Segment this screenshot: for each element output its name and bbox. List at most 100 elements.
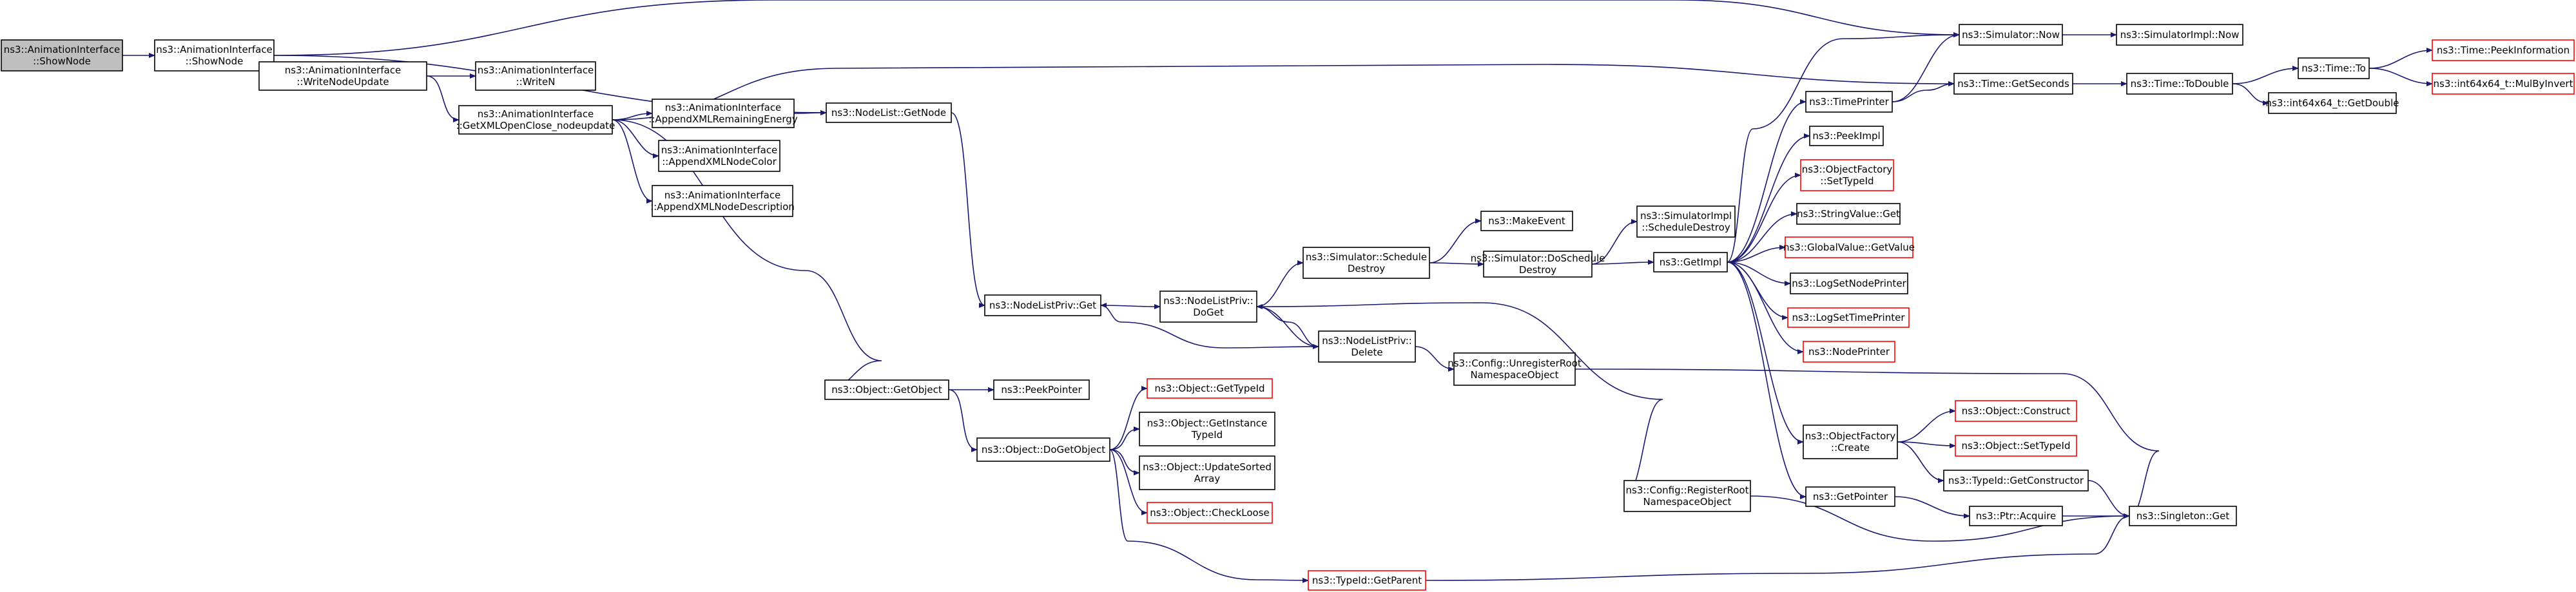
node-global-value-get-value[interactable]: ns3::GlobalValue::GetValue <box>1783 236 1915 258</box>
node-label-line: ns3::Object::CheckLoose <box>1150 507 1270 519</box>
edge-simulator-schedule-destroy-to-make-event <box>1429 218 1482 263</box>
node-int64x64-get-double[interactable]: ns3::int64x64_t::GetDouble <box>2266 92 2399 114</box>
node-singleton-get[interactable]: ns3::Singleton::Get <box>2129 506 2237 526</box>
node-label-line: NamespaceObject <box>1470 369 1558 381</box>
node-log-set-time-printer[interactable]: ns3::LogSetTimePrinter <box>1787 307 1910 328</box>
node-box <box>993 379 1090 400</box>
node-label-line: ns3::NodeList::GetNode <box>831 107 946 119</box>
edge-get-impl-to-object-factory-create <box>1727 262 1804 444</box>
node-label-line: ns3::GetImpl <box>1660 256 1721 268</box>
edge-node-list-priv-delete-to-node-list-priv-do-get <box>1256 304 1319 347</box>
node-label-line: Array <box>1194 473 1221 484</box>
node-time-peek-information[interactable]: ns3::Time::PeekInformation <box>2432 39 2575 61</box>
node-label-line: ns3::int64x64_t::GetDouble <box>2266 97 2399 110</box>
node-time-to[interactable]: ns3::Time::To <box>2298 57 2370 79</box>
node-box <box>1147 502 1273 524</box>
node-time-get-seconds[interactable]: ns3::Time::GetSeconds <box>1953 73 2073 95</box>
node-append-xml-node-description[interactable]: ns3::AnimationInterface::AppendXMLNodeDe… <box>650 185 795 217</box>
node-log-set-node-printer[interactable]: ns3::LogSetNodePrinter <box>1790 272 1908 294</box>
node-label-line: ::SetTypeId <box>1820 175 1874 187</box>
edge-object-do-get-object-to-object-get-instance-type-id <box>1109 426 1140 450</box>
node-peek-impl[interactable]: ns3::PeekImpl <box>1809 126 1884 146</box>
node-label-line: ns3::Time::To <box>2301 62 2366 74</box>
node-simulator-now[interactable]: ns3::Simulator::Now <box>1959 24 2063 46</box>
node-box <box>1785 236 1913 258</box>
node-get-xml-open-close[interactable]: ns3::AnimationInterface::GetXMLOpenClose… <box>456 105 615 135</box>
node-ptr-acquire[interactable]: ns3::Ptr::Acquire <box>1969 506 2063 526</box>
edge-get-impl-to-object-factory-set-type-id <box>1727 173 1801 263</box>
node-label-line: ::AppendXMLNodeColor <box>662 156 777 167</box>
node-object-factory-create[interactable]: ns3::ObjectFactory::Create <box>1803 425 1898 459</box>
node-box <box>1483 251 1593 278</box>
node-box <box>1953 73 2073 95</box>
node-time-printer[interactable]: ns3::TimePrinter <box>1805 91 1893 113</box>
edge-node-list-priv-do-get-to-config-register-root <box>1256 302 1663 499</box>
node-simulator-impl-now[interactable]: ns3::SimulatorImpl::Now <box>2116 24 2243 46</box>
edge-get-impl-to-log-set-node-printer <box>1727 262 1791 286</box>
node-write-n[interactable]: ns3::AnimationInterface::WriteN <box>475 61 596 91</box>
node-write-node-update[interactable]: ns3::AnimationInterface::WriteNodeUpdate <box>258 61 427 91</box>
node-label-line: ns3::StringValue::Get <box>1797 208 1900 220</box>
node-object-set-type-id[interactable]: ns3::Object::SetTypeId <box>1955 435 2077 457</box>
edge-get-xml-open-close-to-time-get-seconds <box>612 64 1955 120</box>
node-box <box>1139 455 1275 490</box>
node-simulator-impl-schedule-destroy[interactable]: ns3::SimulatorImpl::ScheduleDestroy <box>1636 205 1736 238</box>
node-node-list-get-node[interactable]: ns3::NodeList::GetNode <box>826 102 952 123</box>
node-label-line: NamespaceObject <box>1643 496 1731 508</box>
node-label-line: ns3::NodeListPriv:: <box>1163 295 1254 307</box>
node-time-to-double[interactable]: ns3::Time::ToDouble <box>2126 73 2233 95</box>
node-int64x64-mul-by-invert[interactable]: ns3::int64x64_t::MulByInvert <box>2432 73 2575 95</box>
edge-simulator-schedule-destroy-to-simulator-do-schedule-destroy <box>1429 261 1484 267</box>
node-make-event[interactable]: ns3::MakeEvent <box>1480 211 1573 231</box>
node-label-line: ns3::Object::GetTypeId <box>1154 383 1264 394</box>
node-node-list-priv-delete[interactable]: ns3::NodeListPriv::Delete <box>1318 330 1416 363</box>
edge-get-pointer-to-ptr-acquire <box>1894 496 1970 519</box>
node-box <box>652 99 795 128</box>
node-peek-pointer[interactable]: ns3::PeekPointer <box>993 379 1090 400</box>
node-label-line: ns3::Time::PeekInformation <box>2437 44 2570 56</box>
node-show-node[interactable]: ns3::AnimationInterface::ShowNode <box>154 39 275 72</box>
node-label-line: ::WriteNodeUpdate <box>296 76 389 88</box>
node-label-line: ns3::TimePrinter <box>1809 96 1889 108</box>
node-get-pointer[interactable]: ns3::GetPointer <box>1805 486 1895 507</box>
node-config-unregister-root[interactable]: ns3::Config::UnregisterRootNamespaceObje… <box>1448 352 1582 386</box>
node-box <box>1453 352 1576 386</box>
node-label-line: ns3::TypeId::GetConstructor <box>1948 475 2084 486</box>
node-label-line: TypeId <box>1191 429 1223 441</box>
edge-get-impl-to-string-value-get <box>1727 211 1797 263</box>
node-node-list-priv-do-get[interactable]: ns3::NodeListPriv::DoGet <box>1159 291 1257 323</box>
node-box <box>1796 203 1901 225</box>
node-object-get-type-id[interactable]: ns3::Object::GetTypeId <box>1147 378 1273 399</box>
node-append-xml-node-color[interactable]: ns3::AnimationInterface::AppendXMLNodeCo… <box>658 140 780 172</box>
node-string-value-get[interactable]: ns3::StringValue::Get <box>1796 203 1901 225</box>
node-box <box>1480 211 1573 231</box>
node-append-xml-remaining-energy[interactable]: ns3::AnimationInterface::AppendXMLRemain… <box>648 99 798 128</box>
node-type-id-get-constructor[interactable]: ns3::TypeId::GetConstructor <box>1943 470 2089 492</box>
node-label-line: ns3::AnimationInterface <box>664 189 781 201</box>
node-object-check-loose[interactable]: ns3::Object::CheckLoose <box>1147 502 1273 524</box>
node-get-impl[interactable]: ns3::GetImpl <box>1653 252 1728 272</box>
node-node-printer[interactable]: ns3::NodePrinter <box>1803 341 1895 363</box>
node-simulator-schedule-destroy[interactable]: ns3::Simulator::ScheduleDestroy <box>1303 247 1430 279</box>
node-box <box>1790 272 1908 294</box>
node-label-line: ns3::AnimationInterface <box>478 64 594 76</box>
node-label-line: ns3::PeekPointer <box>1001 384 1082 396</box>
node-object-construct[interactable]: ns3::Object::Construct <box>1955 400 2077 422</box>
node-label-line: ns3::int64x64_t::MulByInvert <box>2434 78 2573 90</box>
node-object-do-get-object[interactable]: ns3::Object::DoGetObject <box>976 437 1110 462</box>
node-box <box>154 39 275 72</box>
edge-get-impl-to-simulator-now <box>1727 32 1960 263</box>
node-type-id-get-parent[interactable]: ns3::TypeId::GetParent <box>1308 570 1426 591</box>
node-node-list-priv-get[interactable]: ns3::NodeListPriv::Get <box>984 294 1101 316</box>
node-label-line: ns3::TypeId::GetParent <box>1312 575 1422 586</box>
node-object-get-object[interactable]: ns3::Object::GetObject <box>824 379 949 400</box>
node-box <box>1803 425 1898 459</box>
node-object-factory-set-type-id[interactable]: ns3::ObjectFactory::SetTypeId <box>1800 159 1894 191</box>
node-label-line: ::AppendXMLNodeDescription <box>650 201 795 213</box>
edge-get-xml-open-close-to-append-xml-node-color <box>612 119 659 158</box>
node-show-node-root[interactable]: ns3::AnimationInterface::ShowNode <box>1 39 123 72</box>
